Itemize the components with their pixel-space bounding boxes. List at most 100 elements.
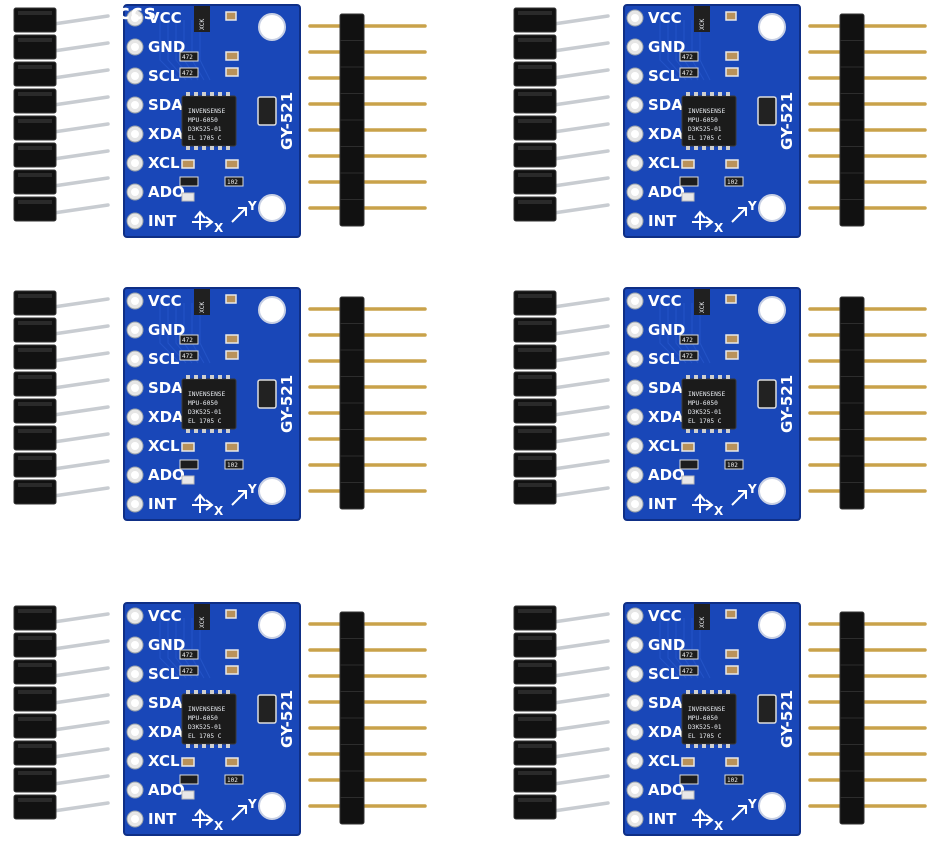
pcb-trace <box>699 618 711 679</box>
right-header <box>808 611 927 825</box>
chip-lead <box>210 375 214 379</box>
header-block-edge <box>518 173 552 177</box>
pin-hole <box>131 326 139 334</box>
header-block-edge <box>518 663 552 667</box>
smd-capacitor <box>681 757 695 767</box>
pin-label-scl: SCL <box>648 665 680 683</box>
chip-lead <box>202 375 206 379</box>
y-arrow-icon <box>231 490 247 506</box>
chip-marking-line: INVENSENSE <box>688 706 726 713</box>
mounting-hole <box>758 792 786 820</box>
chip-lead <box>686 375 690 379</box>
power-led <box>181 475 195 485</box>
header-block-edge <box>18 375 52 379</box>
header-block-edge <box>18 119 52 123</box>
chip-lead <box>194 690 198 694</box>
axis-label-y: Y <box>247 199 257 213</box>
pin-hole <box>631 326 639 334</box>
header-block-edge <box>18 11 52 15</box>
pin-hole <box>631 130 639 138</box>
resistor-mark: 102 <box>227 777 238 784</box>
y-arrow-icon <box>194 493 206 513</box>
power-led <box>681 790 695 800</box>
board-model-label: GY-521 <box>778 92 796 150</box>
pin-hole <box>131 130 139 138</box>
chip-marking-line: INVENSENSE <box>188 108 226 115</box>
pin-hole <box>131 670 139 678</box>
module-drawing: VCCGNDSCLSDAXDAXCLADOINTXCK472472102INVE… <box>513 602 927 836</box>
header-block-edge <box>18 348 52 352</box>
header-block-edge <box>518 65 552 69</box>
power-led <box>681 192 695 202</box>
pin-hole <box>631 188 639 196</box>
smd-capacitor <box>181 757 195 767</box>
module-drawing: VCCGNDSCLSDAXDAXCLADOINTXCK472472102INVE… <box>513 4 927 238</box>
pin-hole <box>131 413 139 421</box>
header-block-edge <box>18 663 52 667</box>
header-block-edge <box>18 294 52 298</box>
pin-label-xcl: XCL <box>148 437 180 455</box>
pin-hole <box>131 355 139 363</box>
pin-hole <box>631 14 639 22</box>
header-block-edge <box>18 200 52 204</box>
chip-marking-line: MPU-6050 <box>188 117 218 124</box>
chip-lead <box>710 146 714 150</box>
y-arrow-icon <box>694 210 706 230</box>
smd-resistor <box>724 459 744 470</box>
chip-lead <box>718 744 722 748</box>
resistor-mark: 102 <box>727 179 738 186</box>
smd-capacitor <box>725 159 739 169</box>
smd-resistor <box>224 176 244 187</box>
mounting-hole <box>758 194 786 222</box>
pcb-trace <box>699 20 711 81</box>
smd-capacitor-large <box>757 379 777 409</box>
chip-marking-line: EL 1705 C <box>188 733 222 740</box>
pin-hole <box>131 815 139 823</box>
pin-label-xda: XDA <box>148 125 184 143</box>
pcb-trace <box>159 618 181 679</box>
y-arrow-icon <box>194 808 206 828</box>
chip-marking-line: INVENSENSE <box>188 706 226 713</box>
chip-lead <box>226 744 230 748</box>
smd-resistor <box>179 459 199 470</box>
header-block-edge <box>518 744 552 748</box>
smd-capacitor <box>681 159 695 169</box>
pin-hole <box>631 471 639 479</box>
resistor-mark: 472 <box>182 652 193 659</box>
pin-hole <box>631 217 639 225</box>
pin-label-xcl: XCL <box>648 752 680 770</box>
chip-lead <box>226 146 230 150</box>
voltage-regulator <box>694 289 710 315</box>
mounting-hole <box>258 792 286 820</box>
chip-lead <box>194 429 198 433</box>
mpu6050-chip <box>181 378 237 430</box>
pin-label-xcl: XCL <box>648 154 680 172</box>
smd-capacitor <box>681 442 695 452</box>
chip-lead <box>210 92 214 96</box>
resistor-mark: 472 <box>682 54 693 61</box>
chip-lead <box>710 375 714 379</box>
header-block-edge <box>518 798 552 802</box>
chip-lead <box>194 92 198 96</box>
smd-resistor <box>724 774 744 785</box>
resistor-mark: 102 <box>727 777 738 784</box>
header-block-edge <box>518 119 552 123</box>
smd-resistor <box>679 665 699 676</box>
header-block-edge <box>18 173 52 177</box>
left-header <box>513 605 610 820</box>
pin-label-int: INT <box>648 810 677 828</box>
chip-lead <box>726 429 730 433</box>
smd-capacitor-large <box>757 96 777 126</box>
pin-hole <box>131 14 139 22</box>
axis-label-y: Y <box>747 482 757 496</box>
header-block-edge <box>518 690 552 694</box>
chip-lead <box>226 92 230 96</box>
y-arrow-icon <box>694 493 706 513</box>
mounting-hole <box>258 477 286 505</box>
pin-hole <box>131 728 139 736</box>
pin-label-vcc: VCC <box>148 292 182 310</box>
chip-lead <box>202 744 206 748</box>
smd-resistor <box>679 334 699 345</box>
pin-label-vcc: VCC <box>648 292 682 310</box>
x-arrow-icon <box>692 216 714 228</box>
